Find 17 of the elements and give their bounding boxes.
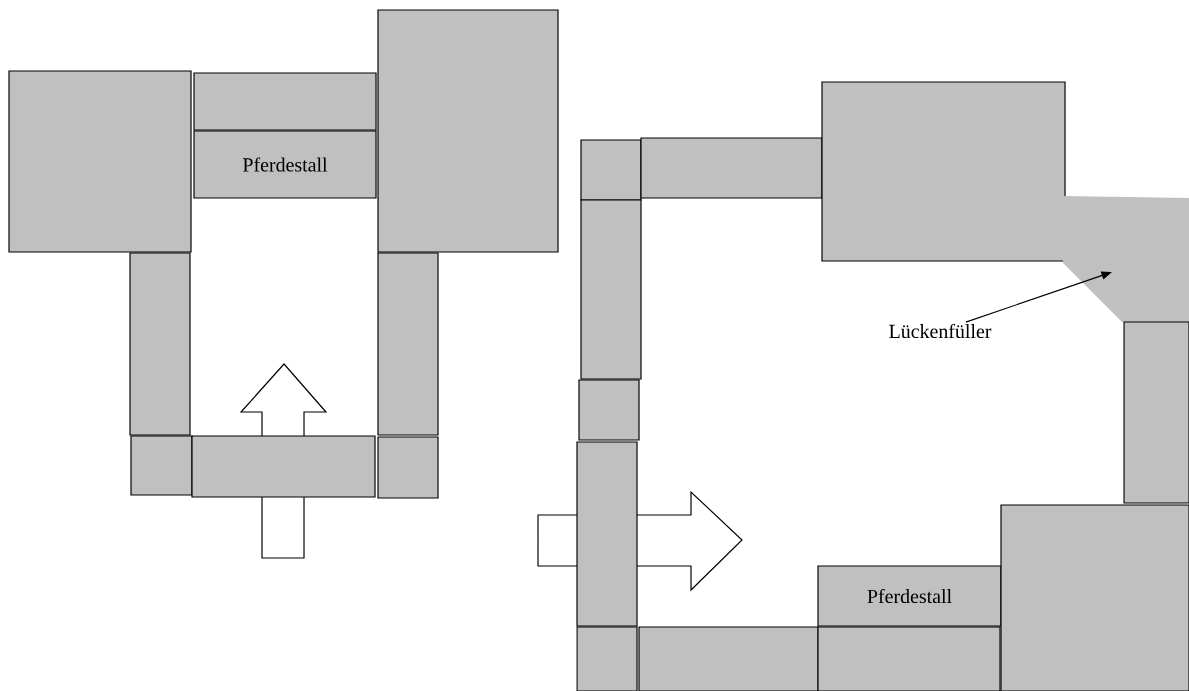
building-block: [377, 9, 559, 253]
stable-building: Pferdestall: [193, 130, 377, 199]
label-text: Lückenfüller: [889, 323, 992, 339]
building-block: [580, 139, 642, 201]
building-block: [1123, 321, 1189, 504]
building-block: [1000, 504, 1189, 691]
building-block: [578, 379, 640, 441]
stable-building: Pferdestall: [817, 565, 1002, 627]
building-block: [576, 626, 638, 691]
building-block: [821, 81, 1066, 262]
building-block: [377, 436, 439, 499]
leader-line: [965, 271, 1112, 323]
building-block: [193, 72, 377, 131]
building-block: [130, 435, 193, 496]
building-block: [817, 626, 1001, 691]
gap-filler-area: [1063, 196, 1189, 322]
building-block: [8, 70, 192, 253]
